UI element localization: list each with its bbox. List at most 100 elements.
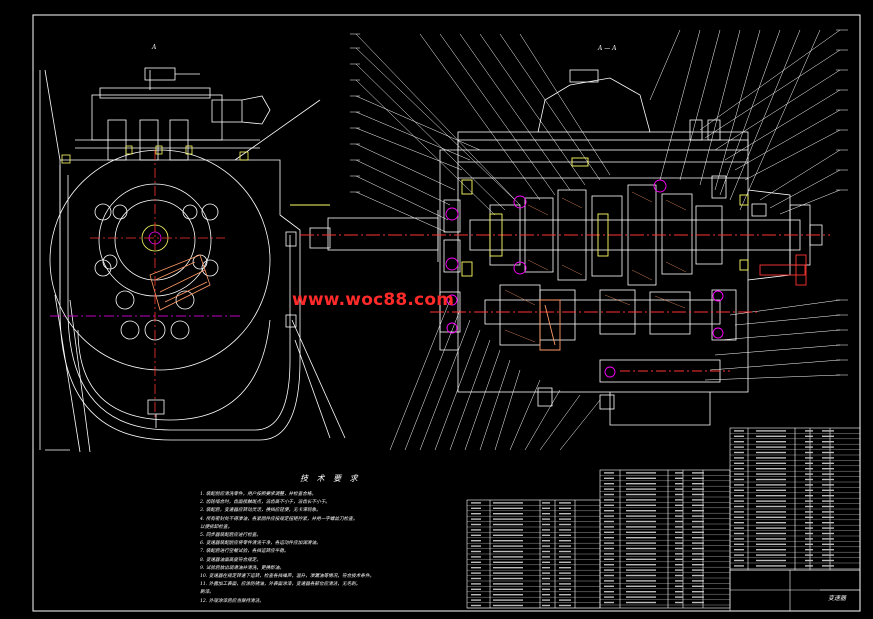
parts-list-entry-mark: [493, 502, 523, 504]
parts-list-entry-mark: [493, 588, 523, 590]
parts-list-entry-mark: [756, 478, 786, 481]
parts-list-entry-mark: [471, 594, 481, 596]
parts-list-entry-mark: [542, 594, 550, 596]
parts-list-entry-mark: [471, 556, 481, 558]
parts-list-entry-mark: [734, 451, 744, 454]
sheet-border: [32, 14, 861, 612]
parts-list-entry-mark: [675, 558, 683, 560]
parts-list-entry-mark: [756, 543, 786, 545]
parts-list-entry-mark: [493, 577, 523, 580]
parts-list-entry-mark: [626, 574, 656, 577]
parts-list-entry-mark: [734, 441, 744, 443]
left-view-label: A: [152, 44, 157, 51]
parts-list-entry-mark: [692, 580, 704, 582]
parts-list-entry-mark: [822, 484, 834, 486]
parts-list-entry-mark: [626, 483, 656, 485]
parts-list-entry-mark: [692, 504, 704, 506]
parts-list-entry-mark: [822, 559, 834, 562]
parts-list-entry-mark: [675, 515, 683, 517]
parts-list-entry-mark: [559, 529, 571, 531]
parts-list-entry-mark: [805, 538, 813, 540]
parts-list-entry-mark: [626, 542, 656, 544]
parts-list-entry-mark: [626, 569, 656, 571]
parts-list-entry-mark: [559, 507, 571, 509]
parts-list-entry-mark: [626, 526, 656, 528]
parts-list-entry-mark: [805, 478, 813, 481]
parts-list-entry-mark: [756, 505, 786, 508]
parts-list-entry-mark: [471, 523, 481, 526]
parts-list-entry-mark: [604, 477, 614, 479]
parts-list-entry-mark: [675, 601, 683, 604]
parts-list-entry-mark: [756, 549, 786, 551]
parts-list-entry-mark: [692, 515, 704, 517]
requirement-line: 9. 试验后放出润滑油并清洗，更换新油。: [200, 565, 284, 571]
parts-list-entry-mark: [692, 472, 704, 474]
parts-list-entry-mark: [675, 520, 683, 523]
requirement-line: 10. 变速器在规定转速下运转，检查各挡噪声，温升，渗漏油等情况，符合技术条件。: [200, 574, 375, 579]
parts-list-entry-mark: [692, 569, 704, 571]
parts-list-entry-mark: [471, 502, 481, 504]
parts-list-entry-mark: [626, 553, 656, 555]
left-end-view: [39, 67, 346, 453]
parts-list-entry-mark: [734, 538, 744, 540]
parts-list-entry-mark: [822, 543, 834, 545]
parts-list-entry-mark: [559, 567, 571, 569]
parts-list-entry-mark: [692, 585, 704, 587]
parts-list-entry-mark: [626, 488, 656, 490]
parts-list-entry-mark: [471, 507, 481, 509]
parts-list-entry-mark: [675, 526, 683, 528]
parts-list-entry-mark: [692, 553, 704, 555]
parts-list-entry-mark: [822, 538, 834, 540]
parts-list-entry-mark: [604, 510, 614, 512]
parts-list-entry-mark: [604, 472, 614, 474]
requirement-line: 以便拆卸检查。: [200, 524, 233, 530]
parts-list-entry-mark: [493, 518, 523, 520]
parts-list-entry-mark: [493, 545, 523, 547]
parts-list-entry-mark: [805, 446, 813, 448]
parts-list-entry-mark: [756, 489, 786, 491]
parts-list-entry-mark: [822, 495, 834, 497]
parts-list-entry-mark: [756, 446, 786, 448]
leader-lines: [355, 29, 841, 451]
parts-list-entry-mark: [675, 537, 683, 539]
parts-list-entry-mark: [604, 526, 614, 528]
parts-list-entry-mark: [675, 477, 683, 479]
parts-list-entry-mark: [805, 500, 813, 502]
parts-list-entry-mark: [493, 567, 523, 569]
parts-list-entry-mark: [692, 488, 704, 490]
parts-list-entry-mark: [675, 531, 683, 533]
parts-list-entry-mark: [542, 588, 550, 590]
parts-list-entry-mark: [805, 495, 813, 497]
parts-list-entry-mark: [675, 472, 683, 474]
section-view-label: A — A: [598, 45, 617, 52]
parts-list-entry-mark: [756, 451, 786, 454]
parts-list-entry-mark: [604, 564, 614, 566]
parts-list-entry-mark: [604, 483, 614, 485]
parts-list-entry-mark: [604, 499, 614, 501]
parts-list-entry-mark: [675, 542, 683, 544]
parts-list-entry-mark: [626, 520, 656, 523]
parts-list-entry-mark: [756, 565, 786, 567]
parts-list-entry-mark: [675, 569, 683, 571]
parts-list-entry-mark: [559, 518, 571, 520]
parts-list-entry-mark: [822, 549, 834, 551]
parts-list-entry-mark: [734, 559, 744, 562]
requirement-line: 8. 变速器油面高度符合规定。: [200, 557, 261, 563]
parts-list-entry-mark: [471, 545, 481, 547]
parts-list-entry-mark: [542, 513, 550, 515]
parts-list-entry-mark: [734, 522, 744, 524]
parts-list-entry-mark: [756, 511, 786, 513]
parts-list-entry-mark: [805, 549, 813, 551]
parts-list-entry-mark: [805, 522, 813, 524]
parts-list-entry-mark: [626, 585, 656, 587]
parts-list-entry-mark: [559, 561, 571, 563]
parts-list-entry-mark: [756, 441, 786, 443]
parts-list-entry-mark: [559, 556, 571, 558]
parts-list-entry-mark: [493, 513, 523, 515]
left-view-accents: [50, 145, 249, 420]
parts-list-entry-mark: [493, 523, 523, 526]
parts-list-entry-mark: [692, 499, 704, 501]
parts-list-entry-mark: [692, 564, 704, 566]
parts-list-entry-mark: [493, 561, 523, 563]
parts-list-entry-mark: [756, 435, 786, 437]
